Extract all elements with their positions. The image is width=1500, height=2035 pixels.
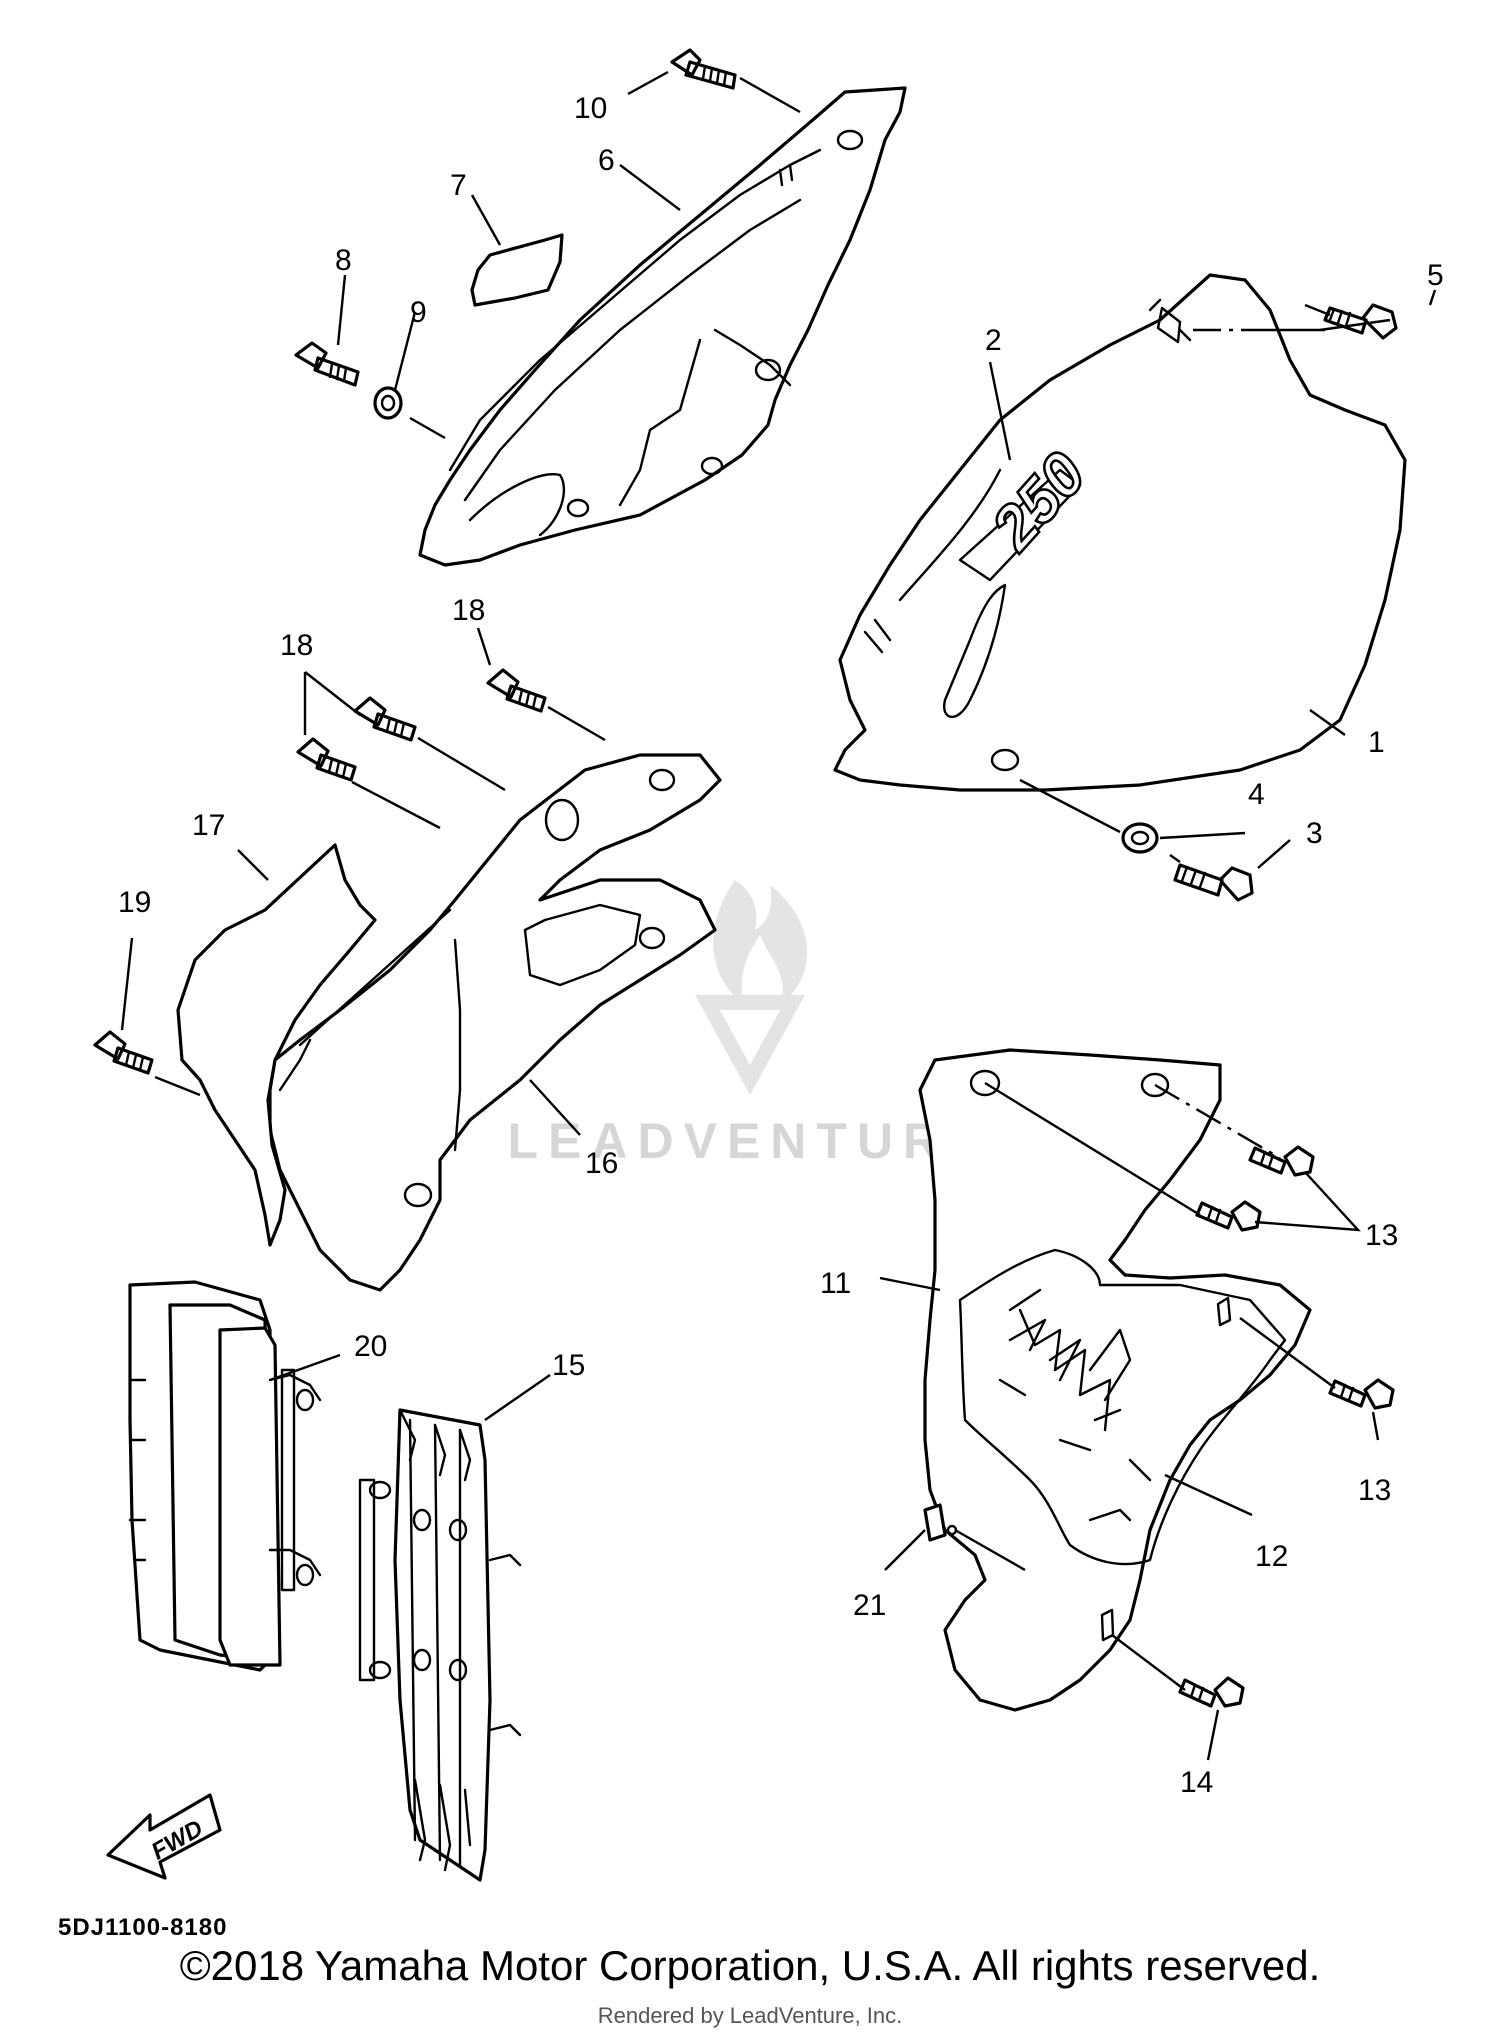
callout-11: 11 (820, 1267, 851, 1300)
part-17-inner-panel (176, 843, 377, 1247)
callout-9: 9 (410, 296, 427, 329)
callout-16: 16 (585, 1147, 618, 1180)
part-16-radiator-cover (268, 753, 722, 1292)
part-13-bolt-c (1328, 1378, 1395, 1410)
callout-6: 6 (598, 144, 615, 177)
callout-14: 14 (1180, 1766, 1213, 1799)
callout-21: 21 (853, 1589, 886, 1622)
callout-18-a: 18 (280, 629, 313, 662)
part-4-grommet (1121, 822, 1159, 854)
callout-17: 17 (192, 809, 225, 842)
part-15-louver (358, 1408, 522, 1882)
part-3-bolt (1173, 863, 1254, 902)
leader-lines (120, 70, 1437, 1761)
callout-10: 10 (574, 92, 607, 125)
v-logo-icon (695, 995, 805, 1095)
watermark-text: LEADVENTURE (507, 1113, 992, 1169)
part-6-shroud-panel (418, 86, 907, 567)
callout-3: 3 (1306, 817, 1323, 850)
part-19-bolt (93, 1030, 154, 1075)
flame-logo-icon (713, 880, 808, 1005)
part-9-collar (373, 386, 403, 420)
diagram-code: 5DJ1100-8180 (58, 1914, 227, 1941)
callout-15: 15 (552, 1349, 585, 1382)
part-13-bolt-b (1195, 1200, 1262, 1232)
leadventure-watermark: LEADVENTURE (507, 880, 992, 1169)
part-18-bolt-c (486, 668, 547, 713)
part-10-bolt (670, 48, 737, 90)
copyright-notice: ©2018 Yamaha Motor Corporation, U.S.A. A… (179, 1942, 1321, 1989)
part-7-pad (470, 233, 564, 307)
callout-8: 8 (335, 244, 352, 277)
callout-4: 4 (1248, 778, 1265, 811)
callout-2: 2 (985, 324, 1002, 357)
callout-13-b: 13 (1358, 1474, 1391, 1507)
part-13-bolt-a (1248, 1145, 1315, 1177)
part-21-clip-nut (923, 1503, 958, 1542)
callout-18-b: 18 (452, 594, 485, 627)
callout-20: 20 (354, 1330, 387, 1363)
rendered-by-note: Rendered by LeadVenture, Inc. (597, 2003, 903, 2028)
part-8-bolt (294, 341, 360, 387)
callout-19: 19 (118, 886, 151, 919)
callout-labels: 1 2 3 4 5 6 7 8 9 10 11 12 13 13 14 15 1… (118, 92, 1444, 1799)
callout-12: 12 (1255, 1540, 1288, 1573)
part-18-bolt-a (353, 696, 417, 742)
callout-13-a: 13 (1365, 1219, 1398, 1252)
callout-1: 1 (1368, 726, 1385, 759)
callout-7: 7 (450, 169, 467, 202)
fwd-arrow-icon: FWD (106, 1793, 222, 1880)
part-14-bolt (1178, 1676, 1245, 1708)
part-1-side-cover: 250 (833, 273, 1407, 792)
part-20-radiator-guard (128, 1280, 322, 1672)
callout-5: 5 (1427, 259, 1444, 292)
part-11-radiator-cover (918, 1048, 1312, 1712)
part-18-bolt-b (296, 737, 357, 782)
